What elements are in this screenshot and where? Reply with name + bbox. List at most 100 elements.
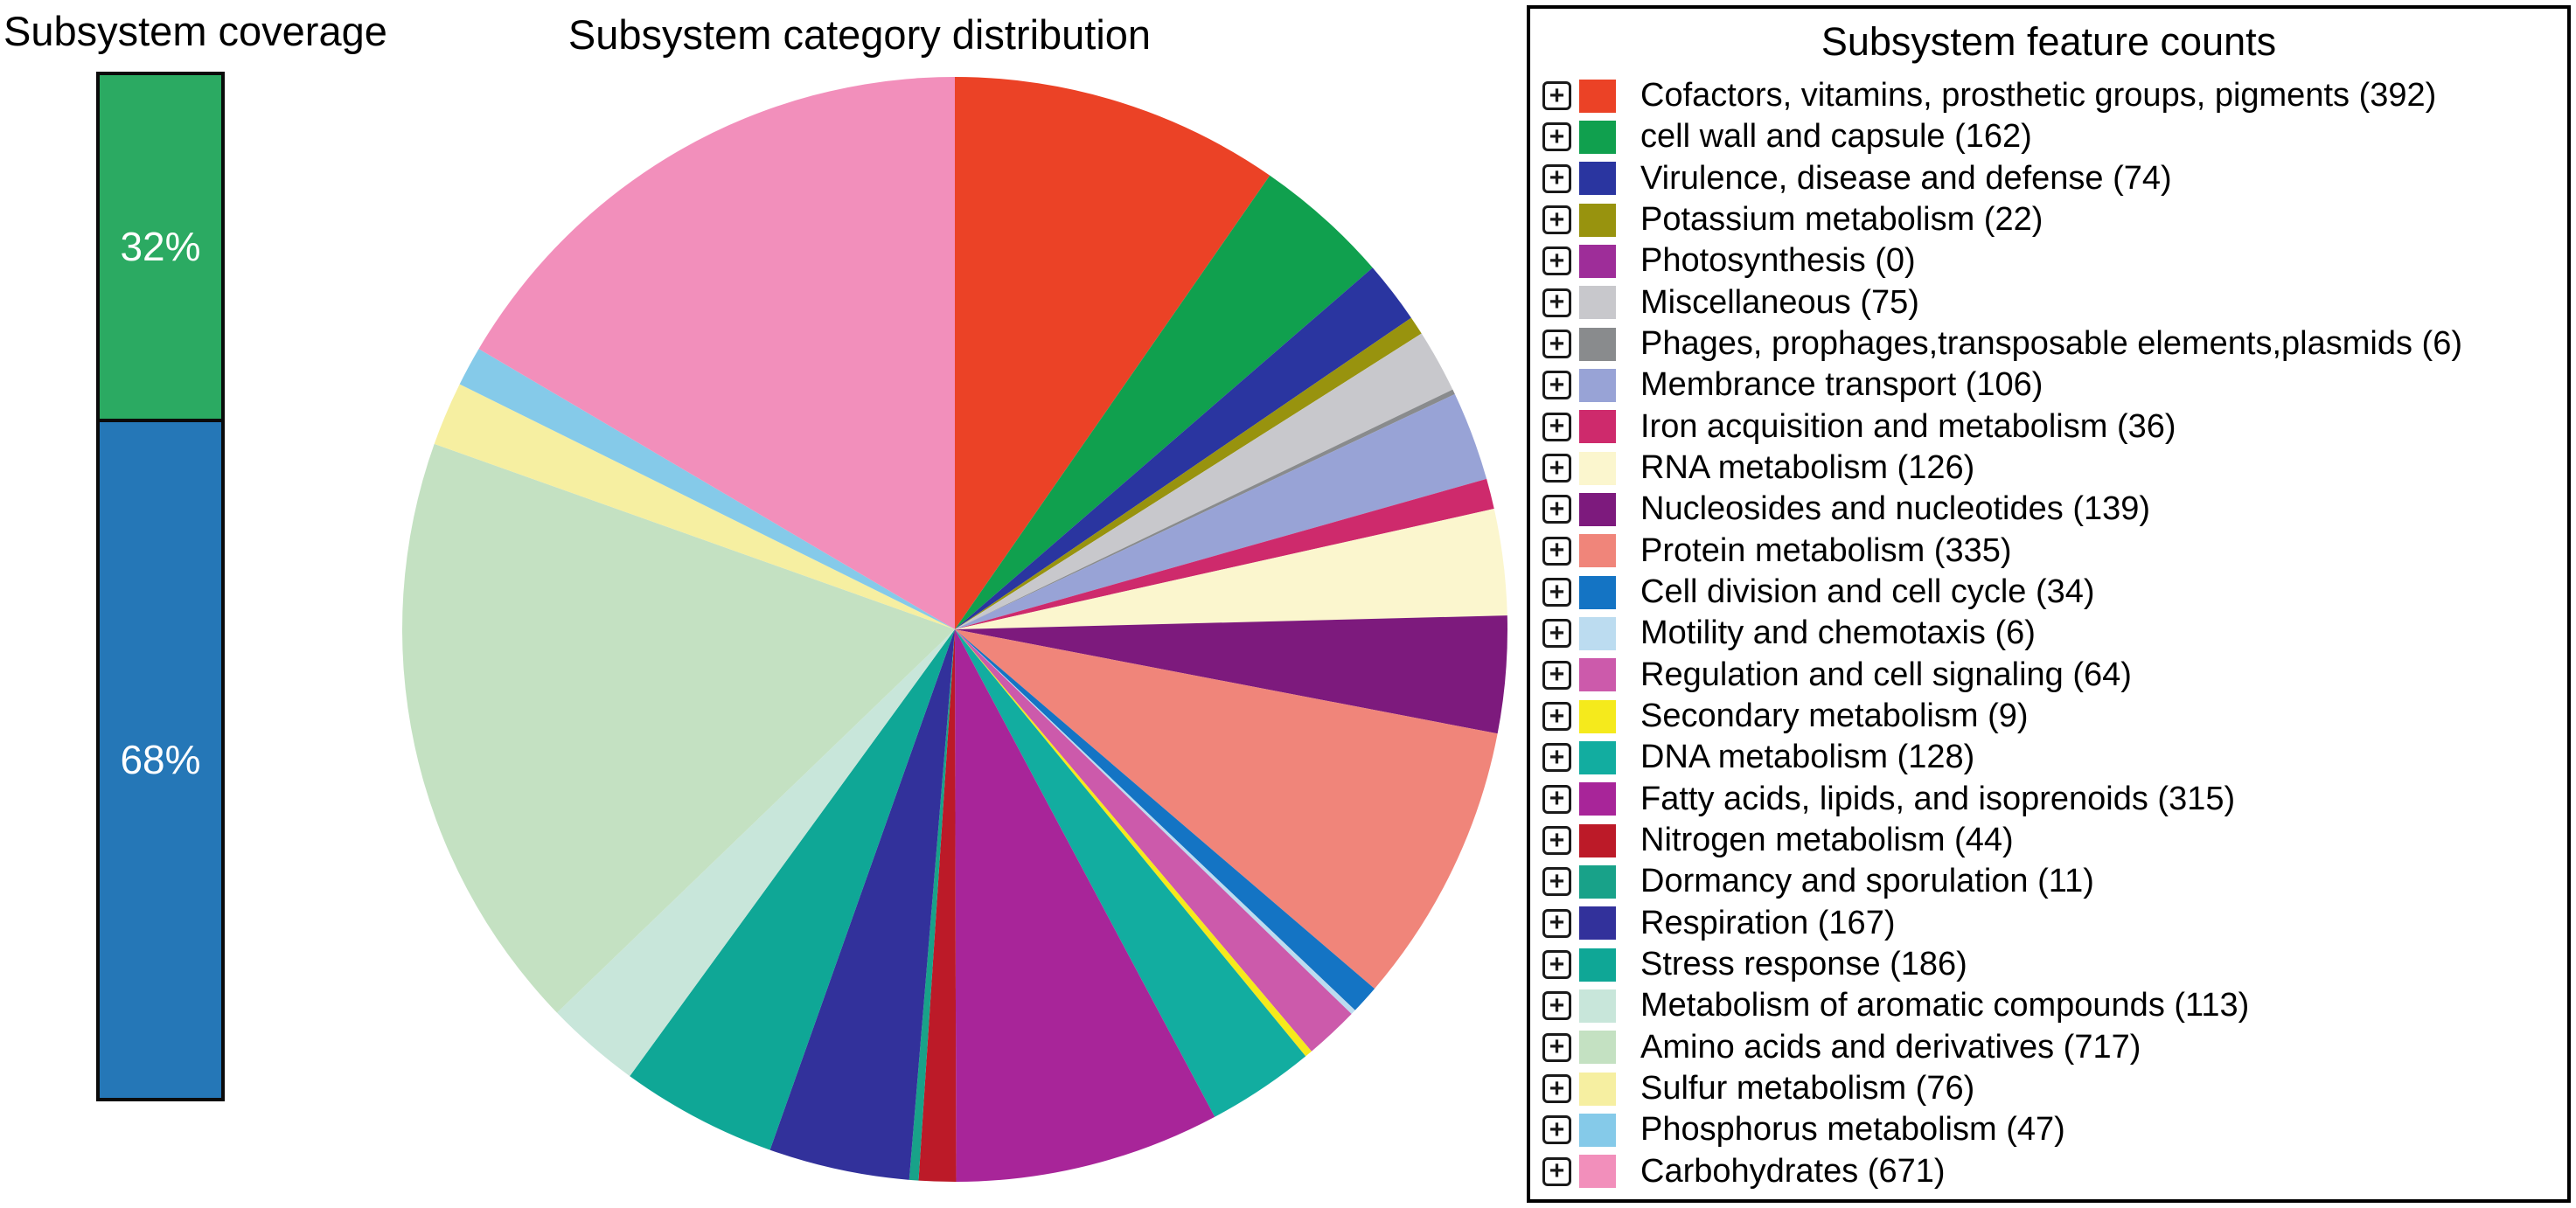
expand-plus-icon[interactable]: +	[1542, 330, 1571, 359]
legend-item-label: Amino acids and derivatives (717)	[1640, 1028, 2141, 1066]
legend-item-carbohydrates: +Carbohydrates (671)	[1542, 1151, 2560, 1192]
pie-slice-nitrogen-metabolism[interactable]	[918, 629, 957, 1183]
legend-color-swatch	[1579, 1072, 1616, 1106]
legend-item-cell-division-and-cell-cycle: + Cell division and cell cycle (34)	[1542, 572, 2560, 613]
legend-color-swatch	[1579, 327, 1616, 361]
pie-slice-cell-division-and-cell-cycle[interactable]	[955, 629, 1375, 1010]
coverage-segment-bottom: 68%	[100, 418, 221, 1098]
pie-title: Subsystem category distribution	[567, 11, 1152, 58]
pie-slice-cofactors-vitamins-prosthetic-groups-pigments[interactable]	[955, 77, 1271, 629]
legend-item-regulation-and-cell-signaling: +Regulation and cell signaling (64)	[1542, 655, 2560, 696]
expand-plus-icon[interactable]: +	[1542, 1115, 1571, 1145]
legend-item-label: Nitrogen metabolism (44)	[1640, 822, 2014, 859]
legend-item-dormancy-and-sporulation: + Dormancy and sporulation (11)	[1542, 861, 2560, 902]
legend-item-nitrogen-metabolism: + Nitrogen metabolism (44)	[1542, 820, 2560, 861]
legend-item-label: Cell division and cell cycle (34)	[1640, 573, 2095, 611]
expand-plus-icon[interactable]: +	[1542, 908, 1571, 938]
legend-item-label: Photosynthesis (0)	[1640, 242, 1916, 280]
pie-slice-stress-response[interactable]	[630, 629, 955, 1150]
pie-slice-virulence-disease-and-defense[interactable]	[955, 267, 1411, 629]
legend-color-swatch	[1579, 244, 1616, 278]
pie-slice-metabolism-of-aromatic-compounds[interactable]	[556, 629, 955, 1077]
legend-item-label: Phosphorus metabolism (47)	[1640, 1111, 2065, 1149]
pie-slice-secondary-metabolism[interactable]	[955, 629, 1312, 1057]
pie-slice-sulfur-metabolism[interactable]	[434, 384, 955, 629]
pie-slice-phosphorus-metabolism[interactable]	[459, 349, 955, 629]
expand-plus-icon[interactable]: +	[1542, 454, 1571, 483]
pie-slice-potassium-metabolism[interactable]	[955, 317, 1422, 629]
legend-color-swatch	[1579, 782, 1616, 816]
expand-plus-icon[interactable]: +	[1542, 205, 1571, 235]
legend-color-swatch	[1579, 1155, 1616, 1189]
coverage-segment-top: 32%	[100, 75, 221, 419]
legend-item-phages-prophages-transposable-elements-plasmids: +Phages, prophages,transposable elements…	[1542, 323, 2560, 364]
expand-plus-icon[interactable]: +	[1542, 288, 1571, 317]
expand-plus-icon[interactable]: +	[1542, 163, 1571, 193]
pie-slice-amino-acids-and-derivatives[interactable]	[401, 443, 955, 1013]
legend-item-label: Virulence, disease and defense (74)	[1640, 159, 2172, 197]
expand-plus-icon[interactable]: +	[1542, 743, 1571, 773]
subsystem-feature-counts-panel: Subsystem feature counts +Cofactors, vit…	[1527, 5, 2571, 1203]
expand-plus-icon[interactable]: +	[1542, 246, 1571, 276]
expand-plus-icon[interactable]: +	[1542, 578, 1571, 607]
pie-slice-motility-and-chemotaxis[interactable]	[955, 629, 1355, 1015]
expand-plus-icon[interactable]: +	[1542, 1156, 1571, 1186]
pie-slice-dormancy-and-sporulation[interactable]	[909, 629, 955, 1181]
legend-item-fatty-acids-lipids-and-isoprenoids: +Fatty acids, lipids, and isoprenoids (3…	[1542, 779, 2560, 820]
expand-plus-icon[interactable]: +	[1542, 867, 1571, 897]
legend-item-label: Potassium metabolism (22)	[1640, 201, 2043, 239]
legend-item-protein-metabolism: +Protein metabolism (335)	[1542, 531, 2560, 572]
expand-plus-icon[interactable]: +	[1542, 702, 1571, 732]
legend-item-label: Stress response (186)	[1640, 946, 1967, 983]
pie-slice-cell-wall-and-capsule[interactable]	[955, 175, 1373, 630]
legend-color-swatch	[1579, 1031, 1616, 1065]
legend-color-swatch	[1579, 575, 1616, 609]
legend-color-swatch	[1579, 79, 1616, 113]
coverage-bar: 32% 68%	[96, 72, 225, 1101]
pie-slice-miscellaneous[interactable]	[955, 333, 1453, 629]
pie-slice-membrance-transport[interactable]	[955, 393, 1487, 629]
legend-list: +Cofactors, vitamins, prosthetic groups,…	[1542, 75, 2560, 1192]
expand-plus-icon[interactable]: +	[1542, 371, 1571, 400]
legend-item-virulence-disease-and-defense: + Virulence, disease and defense (74)	[1542, 158, 2560, 199]
pie-slice-respiration[interactable]	[769, 629, 955, 1180]
pie-slice-rna-metabolism[interactable]	[955, 509, 1507, 629]
expand-plus-icon[interactable]: +	[1542, 991, 1571, 1021]
expand-plus-icon[interactable]: +	[1542, 81, 1571, 111]
expand-plus-icon[interactable]: +	[1542, 660, 1571, 690]
legend-item-metabolism-of-aromatic-compounds: +Metabolism of aromatic compounds (113)	[1542, 985, 2560, 1026]
legend-color-swatch	[1579, 286, 1616, 320]
expand-plus-icon[interactable]: +	[1542, 950, 1571, 980]
legend-item-amino-acids-and-derivatives: + Amino acids and derivatives (717)	[1542, 1027, 2560, 1068]
expand-plus-icon[interactable]: +	[1542, 1032, 1571, 1062]
legend-color-swatch	[1579, 740, 1616, 774]
pie-slice-protein-metabolism[interactable]	[955, 629, 1498, 989]
legend-item-label: Nucleosides and nucleotides (139)	[1640, 490, 2151, 528]
legend-item-cofactors-vitamins-prosthetic-groups-pigments: +Cofactors, vitamins, prosthetic groups,…	[1542, 75, 2560, 116]
legend-item-label: RNA metabolism (126)	[1640, 449, 1975, 487]
pie-slice-dna-metabolism[interactable]	[955, 629, 1306, 1117]
legend-item-photosynthesis: + Photosynthesis (0)	[1542, 240, 2560, 281]
expand-plus-icon[interactable]: +	[1542, 122, 1571, 152]
expand-plus-icon[interactable]: +	[1542, 826, 1571, 856]
expand-plus-icon[interactable]: +	[1542, 495, 1571, 524]
pie-slice-carbohydrates[interactable]	[478, 77, 955, 629]
expand-plus-icon[interactable]: +	[1542, 784, 1571, 814]
pie-slice-iron-acquisition-and-metabolism[interactable]	[955, 478, 1494, 629]
expand-plus-icon[interactable]: +	[1542, 1074, 1571, 1104]
legend-item-label: Miscellaneous (75)	[1640, 283, 1919, 321]
pie-slice-phages-prophages-transposable-elements-plasmids[interactable]	[955, 389, 1455, 629]
legend-color-swatch	[1579, 948, 1616, 982]
legend-color-swatch	[1579, 410, 1616, 444]
pie-slice-fatty-acids-lipids-and-isoprenoids[interactable]	[955, 629, 1215, 1182]
expand-plus-icon[interactable]: +	[1542, 536, 1571, 566]
legend-item-label: Dormancy and sporulation (11)	[1640, 863, 2094, 900]
legend-color-swatch	[1579, 451, 1616, 485]
legend-item-label: Membrance transport (106)	[1640, 366, 2043, 404]
legend-item-phosphorus-metabolism: + Phosphorus metabolism (47)	[1542, 1109, 2560, 1150]
coverage-title: Subsystem coverage	[3, 8, 387, 54]
expand-plus-icon[interactable]: +	[1542, 412, 1571, 441]
pie-slice-regulation-and-cell-signaling[interactable]	[955, 629, 1352, 1052]
expand-plus-icon[interactable]: +	[1542, 619, 1571, 649]
pie-slice-nucleosides-and-nucleotides[interactable]	[955, 615, 1508, 734]
